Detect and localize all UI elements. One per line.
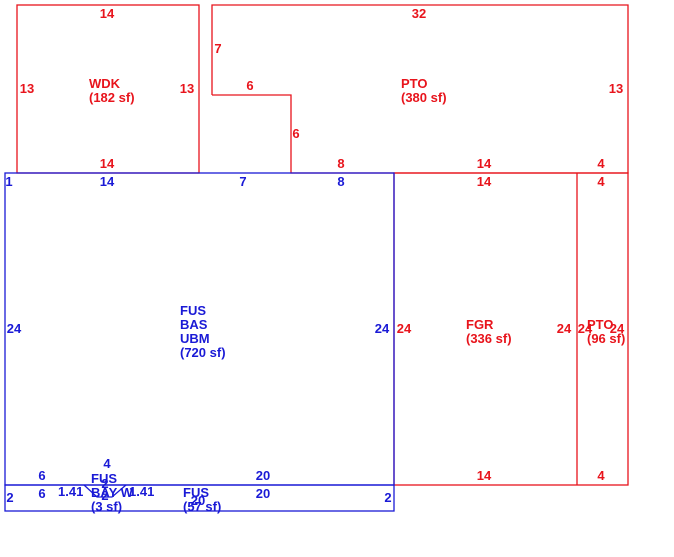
fgr-dim-left: 24 [397, 321, 412, 336]
bay-label-1: FUS [91, 471, 117, 486]
bay-label-2: BAY W [91, 485, 134, 500]
pto2-dim-bottom: 4 [597, 468, 605, 483]
main-code-2: BAS [180, 317, 208, 332]
pto2-dim-left: 24 [578, 321, 593, 336]
pto2-area: (96 sf) [587, 331, 625, 346]
main-dim-bottom-b: 4 [103, 456, 111, 471]
pto-dim-top: 32 [412, 6, 426, 21]
strip-dim-left: 2 [6, 490, 13, 505]
pto-top-area: (380 sf) [401, 90, 447, 105]
bay-dim-left: 1.41 [58, 484, 83, 499]
strip-label: FUS [183, 485, 209, 500]
bay-area: (3 sf) [91, 499, 122, 514]
wdk-dim-bottom: 14 [100, 156, 115, 171]
wdk-area: (182 sf) [89, 90, 135, 105]
main-dim-bottom-a: 6 [38, 468, 45, 483]
main-area: (720 sf) [180, 345, 226, 360]
pto2-dim-top: 4 [597, 174, 605, 189]
pto2-dim-right: 24 [610, 321, 625, 336]
main-dim-right: 24 [375, 321, 390, 336]
pto-dim-bottom-a: 8 [337, 156, 344, 171]
bay-window-outline [83, 484, 127, 498]
wdk-dim-top: 14 [100, 6, 115, 21]
main-dim-top-b: 14 [100, 174, 115, 189]
strip-dim-right: 2 [384, 490, 391, 505]
strip-dim-b: 20 [256, 486, 270, 501]
fgr-area: (336 sf) [466, 331, 512, 346]
fus-strip-outline [4, 484, 395, 512]
pto-dim-bottom-c: 4 [597, 156, 605, 171]
pto2-label: PTO [587, 317, 614, 332]
pto-dim-bottom-b: 14 [477, 156, 492, 171]
wdk-dim-left: 13 [20, 81, 34, 96]
main-dim-top-a: 1 [5, 174, 12, 189]
pto-dim-notch-v: 6 [292, 126, 299, 141]
main-dim-top-c: 7 [239, 174, 246, 189]
bay-dim-top: 2 [101, 476, 108, 491]
wdk-dim-right: 13 [180, 81, 194, 96]
main-dim-bottom-c: 20 [256, 468, 270, 483]
main-code-1: FUS [180, 303, 206, 318]
fgr-dim-right: 24 [557, 321, 572, 336]
main-code-3: UBM [180, 331, 210, 346]
main-dim-left: 24 [7, 321, 22, 336]
main-dim-top-d: 8 [337, 174, 344, 189]
fgr-dim-bottom: 14 [477, 468, 492, 483]
strip-area: (57 sf) [183, 499, 221, 514]
strip-dim-a: 6 [38, 486, 45, 501]
bay-dim-bottom: 2 [101, 488, 108, 503]
bay-dim-small: 20 [191, 493, 205, 508]
bay-dim-right: 1.41 [129, 484, 154, 499]
fgr-dim-top: 14 [477, 174, 492, 189]
pto-dim-notch-h: 6 [246, 78, 253, 93]
pto-top-label: PTO [401, 76, 428, 91]
pto-dim-left: 7 [214, 41, 221, 56]
fgr-label: FGR [466, 317, 494, 332]
wdk-label: WDK [89, 76, 121, 91]
pto-dim-right: 13 [609, 81, 623, 96]
